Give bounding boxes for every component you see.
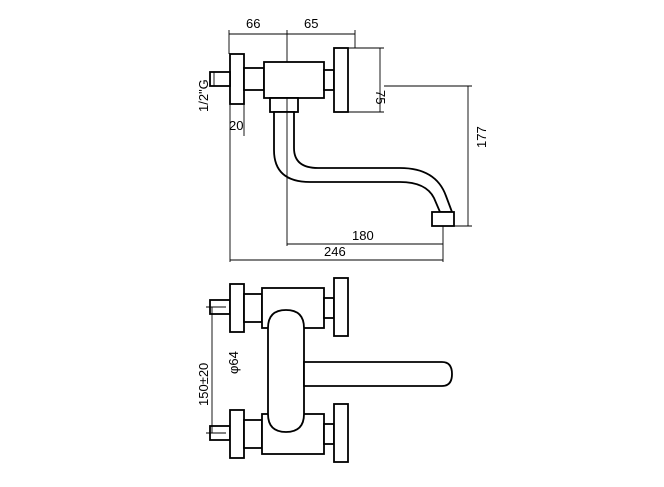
connector [243, 67, 265, 91]
lower-connector [243, 419, 263, 449]
dim-177: 177 [474, 126, 489, 148]
side-view [209, 47, 455, 227]
upper-connector [243, 293, 263, 323]
inlet-stub [209, 71, 231, 87]
spout-tip [431, 211, 455, 227]
lower-stem [323, 423, 335, 445]
front-view-dimensions: 150±20 φ64 [196, 306, 241, 434]
upper-handle [333, 277, 349, 337]
spout-nut [269, 97, 299, 113]
dim-thread: 1/2"G [196, 79, 211, 112]
side-view-dimensions: 66 65 75 1/2"G 20 177 180 246 [196, 16, 489, 262]
front-view [209, 277, 453, 463]
dim-66: 66 [246, 16, 260, 31]
dim-150: 150±20 [196, 363, 211, 406]
dim-diameter: φ64 [226, 351, 241, 374]
dim-75: 75 [373, 90, 388, 104]
stem [323, 69, 335, 91]
dim-20: 20 [229, 118, 243, 133]
upper-stem [323, 297, 335, 319]
upper-flange [229, 283, 245, 333]
handle-disc [333, 47, 349, 113]
wall-flange [229, 53, 245, 105]
lower-flange [229, 409, 245, 459]
spout [273, 111, 454, 213]
dim-180: 180 [352, 228, 374, 243]
lower-handle [333, 403, 349, 463]
body-column [267, 309, 305, 433]
front-spout [303, 361, 453, 387]
dim-246: 246 [324, 244, 346, 259]
dim-65: 65 [304, 16, 318, 31]
valve-body [263, 61, 325, 99]
